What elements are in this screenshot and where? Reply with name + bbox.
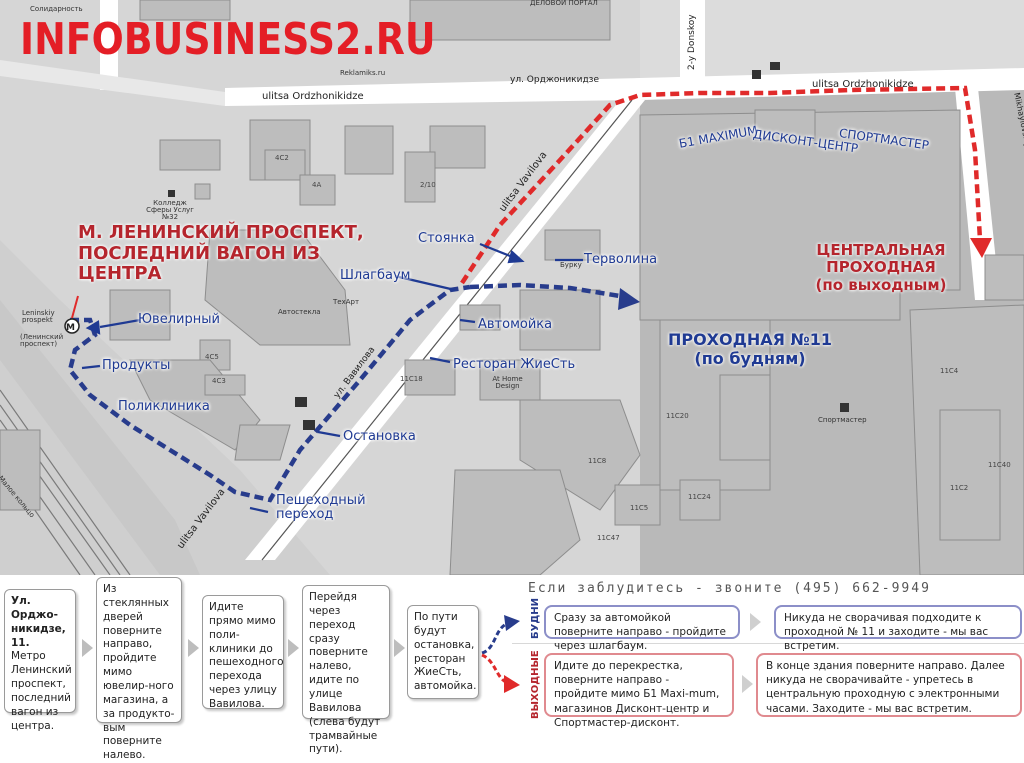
weekend-step-1-text: Идите до перекрестка, поверните направо … bbox=[554, 660, 720, 729]
weekday-step-1-text: Сразу за автомойкой поверните направо - … bbox=[554, 612, 726, 653]
map-graphic: М bbox=[0, 0, 1024, 575]
poi-at-home: At Home Design bbox=[492, 375, 523, 390]
building-number: 11С18 bbox=[400, 375, 423, 383]
building-number: 11С20 bbox=[666, 412, 689, 420]
weekend-step-2: В конце здания поверните направо. Далее … bbox=[756, 653, 1022, 717]
building-number: 11С5 bbox=[630, 504, 649, 512]
svg-text:М: М bbox=[66, 323, 75, 333]
building-number: 4С2 bbox=[275, 154, 289, 162]
poi-sportmaster: Спортмастер bbox=[818, 416, 867, 424]
label-perekhod: Пешеходный переход bbox=[276, 493, 366, 523]
street-label-ordzhonikidze-en-left: ulitsa Ordzhonikidze bbox=[262, 91, 364, 102]
step-3: Идите прямо мимо поли-клиники до пешеход… bbox=[202, 595, 284, 711]
label-produkty: Продукты bbox=[102, 358, 171, 373]
building-number: 2/10 bbox=[420, 181, 436, 189]
arrow-icon bbox=[82, 639, 93, 657]
step-1-text: Метро Ленинский проспект, последний ваго… bbox=[11, 650, 72, 732]
phone-line: Если заблудитесь - звоните (495) 662-994… bbox=[528, 581, 931, 596]
arrow-icon bbox=[288, 639, 299, 657]
central-gate-line2: ПРОХОДНАЯ bbox=[826, 258, 936, 277]
street-vavilova bbox=[245, 100, 645, 560]
building-number: 11С40 bbox=[988, 461, 1011, 469]
label-shlagbaum: Шлагбаум bbox=[340, 268, 411, 283]
building-number: 4А bbox=[312, 181, 322, 189]
weekday-step-1: Сразу за автомойкой поверните направо - … bbox=[544, 605, 740, 652]
poi-reklamiks: Reklamiks.ru bbox=[340, 69, 386, 77]
gate11-subtitle: (по будням) bbox=[694, 349, 806, 368]
weekend-step-1: Идите до перекрестка, поверните направо … bbox=[544, 653, 734, 729]
step-2: Из стеклянных дверей поверните направо, … bbox=[96, 577, 182, 761]
step-1-address: Ул. Орджо-никидзе, 11. bbox=[11, 595, 66, 649]
building-number: 4С3 bbox=[212, 377, 226, 385]
central-gate-line3: (по выходным) bbox=[815, 275, 947, 294]
building-number: 11С24 bbox=[688, 493, 711, 501]
arrow-icon bbox=[188, 639, 199, 657]
weekend-label: ВЫХОДНЫЕ bbox=[530, 650, 541, 719]
arrow-icon bbox=[394, 639, 405, 657]
label-restoran: Ресторан ЖиеСть bbox=[453, 357, 576, 372]
metro-title: М. ЛЕНИНСКИЙ ПРОСПЕКТ, ПОСЛЕДНИЙ ВАГОН И… bbox=[78, 222, 364, 285]
step-5: По пути будут остановка, ресторан ЖиеСть… bbox=[407, 605, 479, 699]
route-weekday bbox=[67, 284, 471, 503]
arrow-icon bbox=[750, 613, 761, 631]
weekend-step-2-text: В конце здания поверните направо. Далее … bbox=[766, 660, 1005, 715]
street-ordzhonikidze-west bbox=[225, 78, 640, 106]
weekday-step-2-text: Никуда не сворачивая подходите к проходн… bbox=[784, 612, 989, 653]
divider bbox=[512, 643, 1024, 644]
step-5-text: По пути будут остановка, ресторан ЖиеСть… bbox=[414, 611, 477, 693]
poi-texart: ТехАрт bbox=[333, 298, 360, 306]
street-donskoy bbox=[680, 0, 705, 80]
poi-burgy: Бурку bbox=[560, 261, 582, 269]
central-gate-block: ЦЕНТРАЛЬНАЯ ПРОХОДНАЯ (по выходным) bbox=[800, 241, 962, 294]
poi-college: Колледж Сферы Услуг №32 bbox=[146, 199, 194, 221]
building-number: 11С47 bbox=[597, 534, 620, 542]
branch-arrows bbox=[481, 615, 520, 693]
poi-portal: ДЕЛОВОЙ ПОРТАЛ bbox=[530, 0, 598, 7]
step-4: Перейдя через переход сразу поверните на… bbox=[302, 585, 390, 755]
poi-solidarity: Солидарность bbox=[30, 5, 83, 13]
instructions-panel: Ул. Орджо-никидзе, 11. Метро Ленинский п… bbox=[0, 575, 1024, 761]
label-tervolina: Терволина bbox=[584, 252, 658, 267]
step-1: Ул. Орджо-никидзе, 11. Метро Ленинский п… bbox=[4, 589, 76, 732]
building-number: 4С5 bbox=[205, 353, 219, 361]
map-area: М INFOBUSINESS2.RU ул. Орджоникидзе ulit… bbox=[0, 0, 1024, 575]
street-label-donskoy: 2-y Donskoy bbox=[687, 14, 697, 70]
step-2-text: Из стеклянных дверей поверните направо, … bbox=[103, 583, 175, 762]
street-label-ordzhonikidze-ru: ул. Орджоникидзе bbox=[510, 75, 599, 85]
step-3-text: Идите прямо мимо поли-клиники до пешеход… bbox=[209, 601, 284, 711]
route-weekend bbox=[460, 85, 983, 285]
building-number: 11С8 bbox=[588, 457, 607, 465]
weekday-label: БУДНИ bbox=[530, 598, 541, 639]
building-number: 11С4 bbox=[940, 367, 959, 375]
central-gate-line1: ЦЕНТРАЛЬНАЯ bbox=[816, 241, 946, 259]
label-avtomoika: Автомойка bbox=[478, 317, 553, 332]
label-stoyanka: Стоянка bbox=[418, 231, 475, 246]
poi-metro-en: Leninskiy prospekt bbox=[22, 309, 55, 324]
street-mikhaylovsky bbox=[955, 88, 1000, 300]
step-4-text: Перейдя через переход сразу поверните на… bbox=[309, 591, 381, 756]
gate11-block: ПРОХОДНАЯ №11 (по будням) bbox=[660, 332, 840, 367]
street-ordzhonikidze-east bbox=[640, 68, 1024, 100]
poi-metro-ru: (Ленинский проспект) bbox=[20, 333, 64, 348]
street-label-ordzhonikidze-en-right: ulitsa Ordzhonikidze bbox=[812, 79, 914, 90]
poi-avtostekla: Автостекла bbox=[278, 308, 321, 316]
arrow-icon bbox=[742, 675, 753, 693]
gate11-title: ПРОХОДНАЯ №11 bbox=[667, 330, 833, 349]
building-number: 11С2 bbox=[950, 484, 969, 492]
label-juvelirny: Ювелирный bbox=[138, 312, 220, 327]
site-logo[interactable]: INFOBUSINESS2.RU bbox=[20, 14, 436, 65]
weekday-step-2: Никуда не сворачивая подходите к проходн… bbox=[774, 605, 1022, 652]
label-ostanovka: Остановка bbox=[343, 429, 416, 444]
label-poliklinika: Поликлиника bbox=[118, 399, 210, 414]
